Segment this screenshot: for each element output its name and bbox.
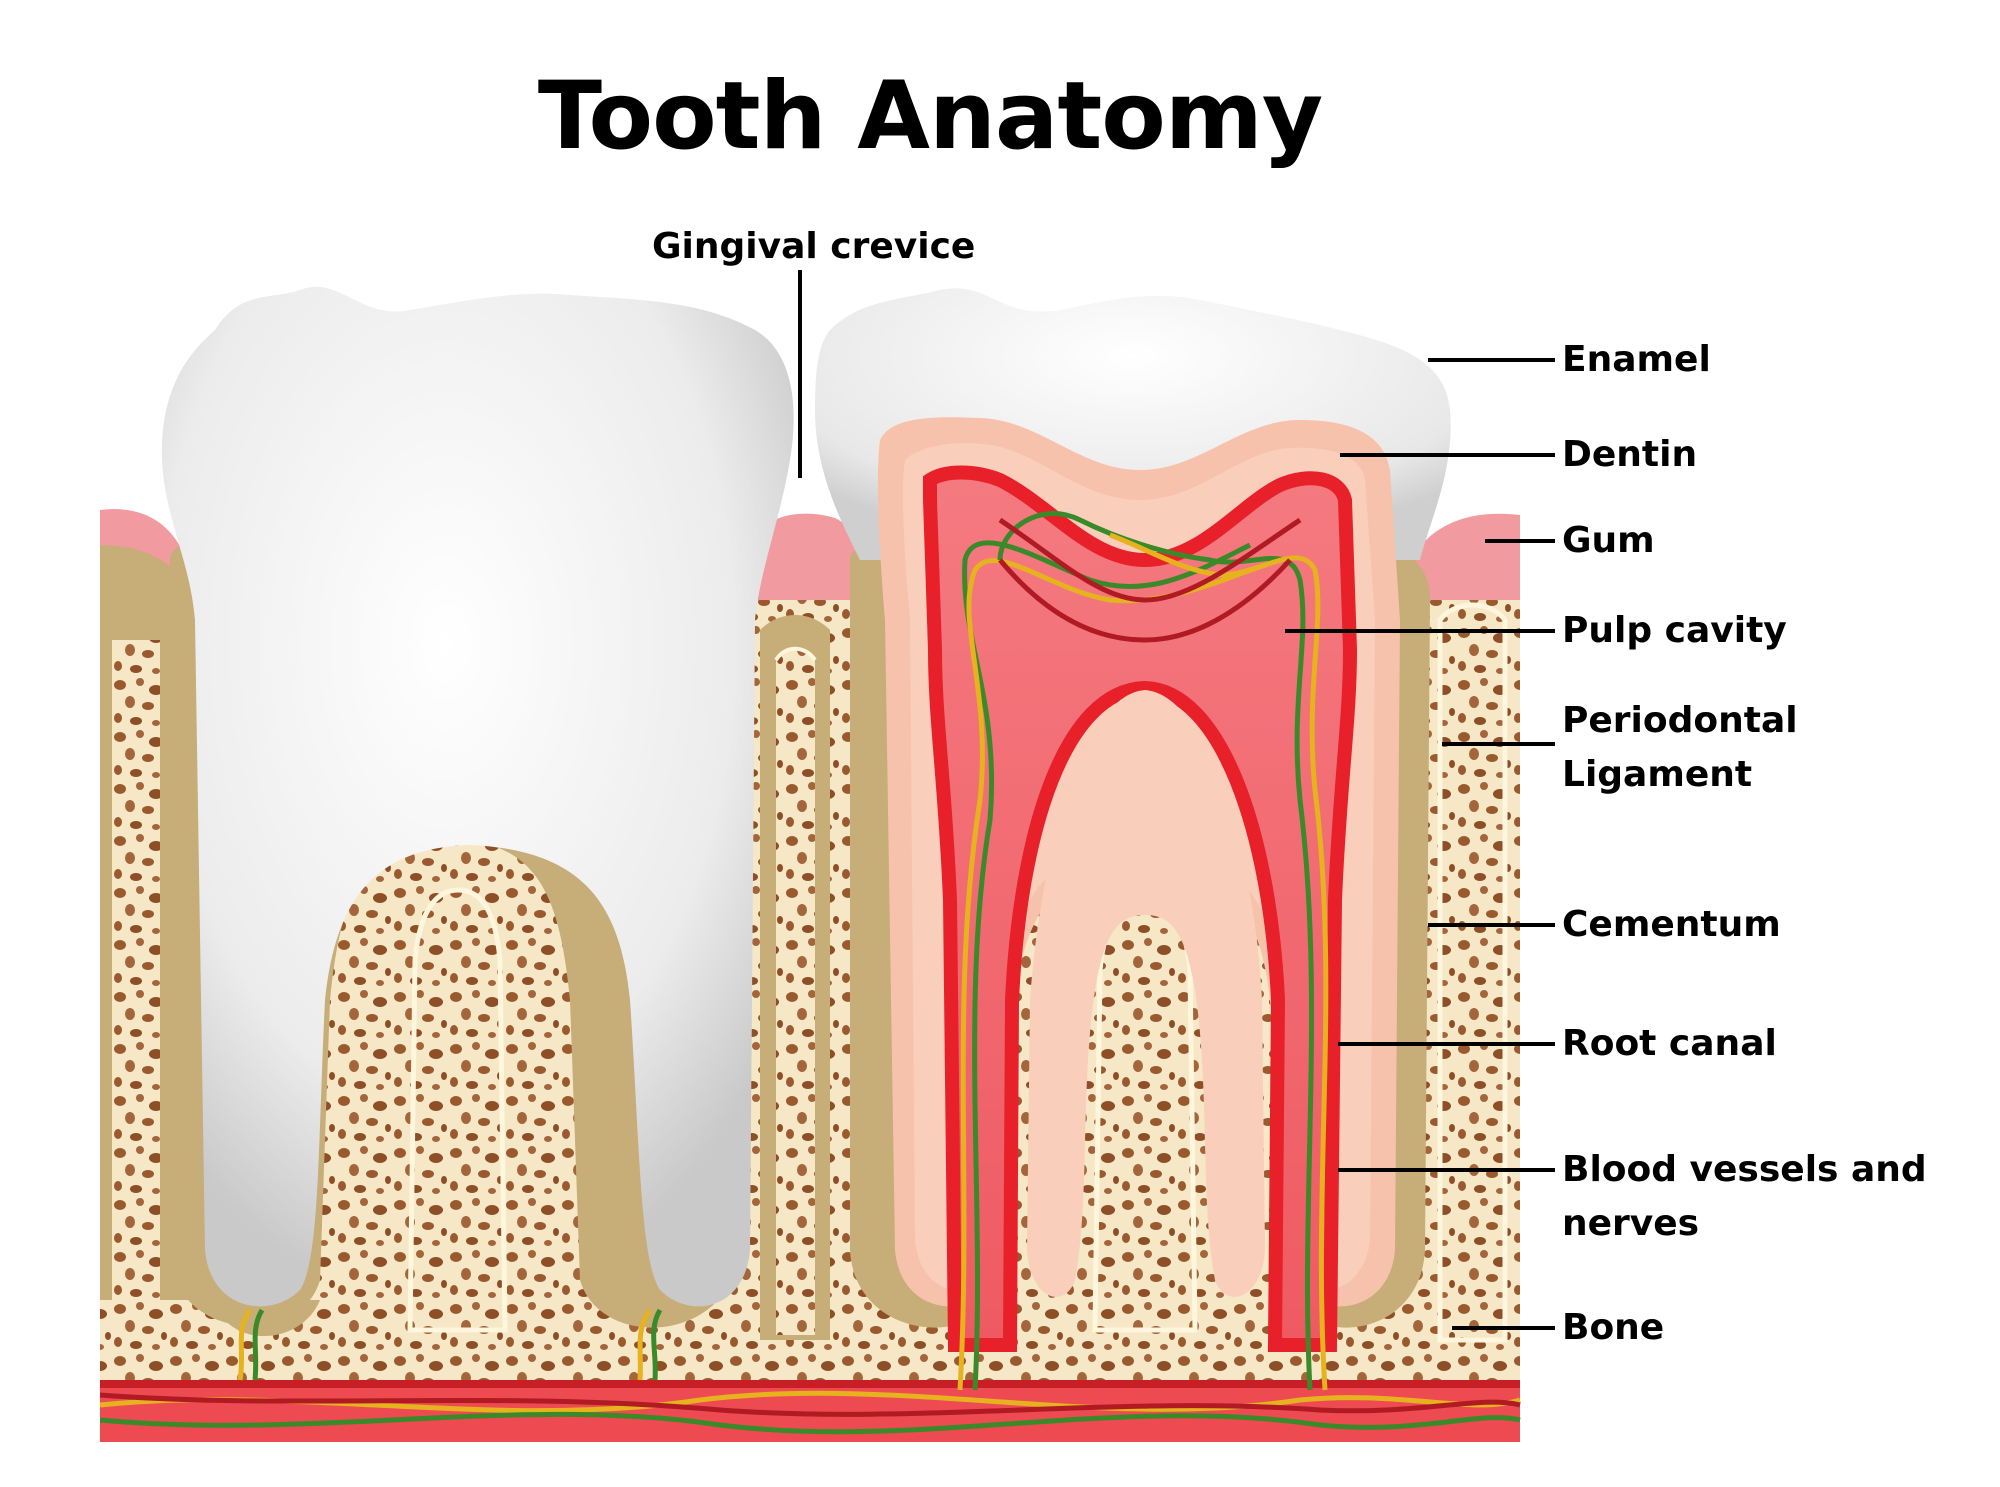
label-gum: Gum [1562,520,1655,561]
gum-tissue-right [1400,513,1520,600]
label-root-canal: Root canal [1562,1023,1777,1064]
label-dentin: Dentin [1562,434,1698,475]
label-gingival-crevice: Gingival crevice [652,226,976,267]
label-blood-line1: Blood vessels and [1562,1149,1927,1190]
bone-septum-left [112,640,160,1330]
left-interradicular-bone [407,887,508,1333]
label-pointers [1285,358,1555,1330]
pulp-cavity [923,465,1358,1352]
label-periodontal-line1: Periodontal [1562,700,1798,741]
bone-septum-middle-inner [776,648,815,1335]
nerves-and-vessels [99,511,1521,1435]
label-bone: Bone [1562,1307,1665,1348]
left-tooth-enamel [161,286,794,1307]
right-interradicular-bone [1092,897,1198,1333]
label-blood-vessels-nerves: Blood vessels and nerves [1562,1143,1927,1251]
dentin-core [1027,690,1265,1297]
label-periodontal-line2: Ligament [1562,754,1753,795]
page-title: Tooth Anatomy [537,62,1323,171]
right-bone-edge [1437,602,1508,1343]
bone-septum-middle-rim [774,646,817,662]
label-periodontal-ligament: Periodontal Ligament [1562,694,1798,802]
label-pulp-cavity: Pulp cavity [1562,610,1787,651]
vessel-band-top [100,1380,1520,1388]
label-blood-line2: nerves [1562,1203,1700,1244]
label-enamel: Enamel [1562,339,1711,380]
label-cementum: Cementum [1562,904,1781,945]
